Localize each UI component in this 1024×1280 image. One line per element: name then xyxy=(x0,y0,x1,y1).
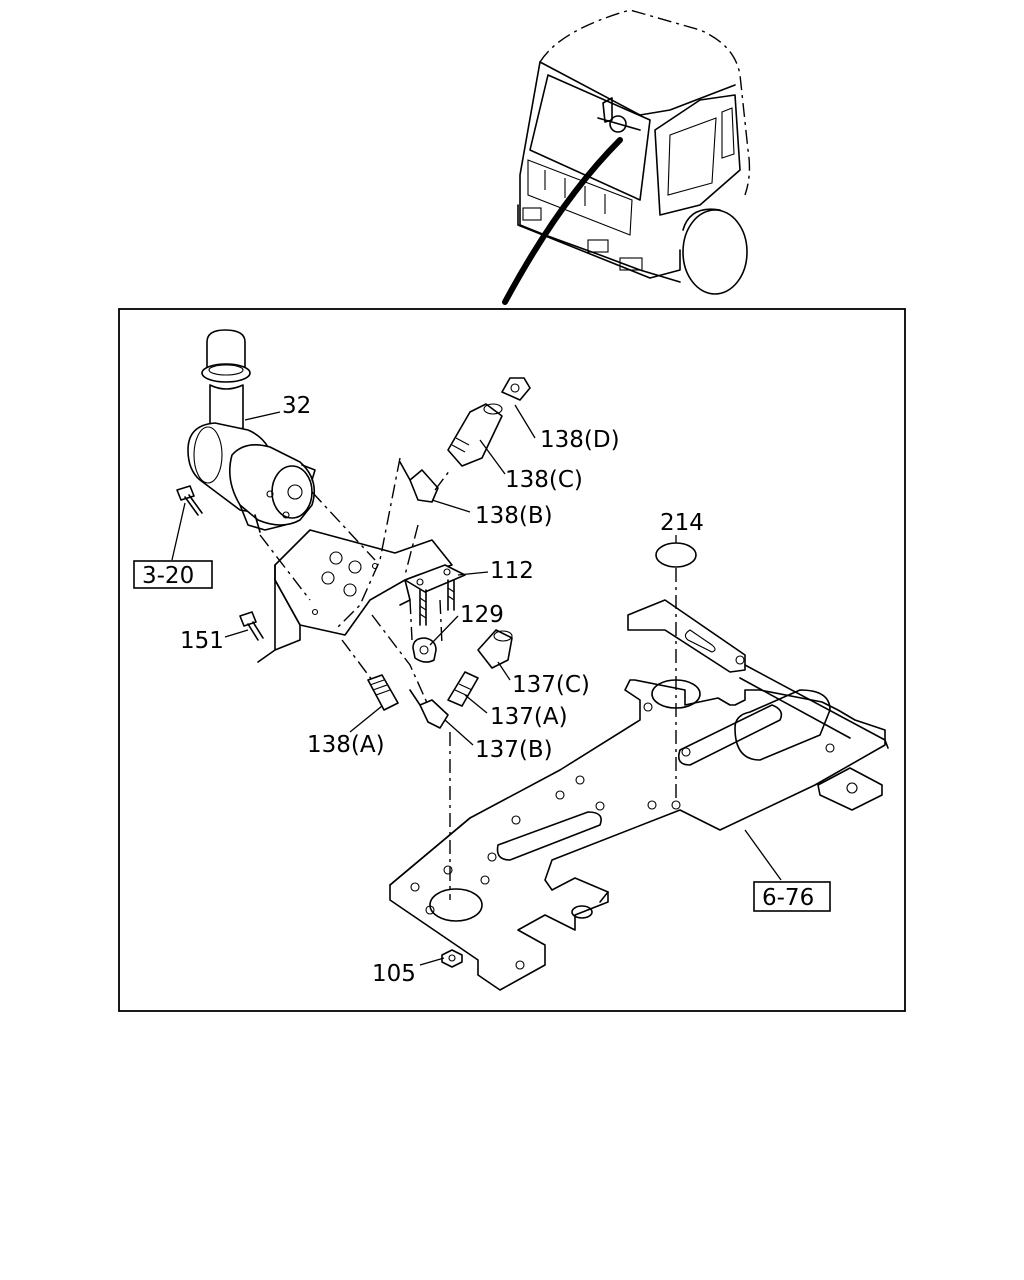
fitting-138d xyxy=(501,377,531,401)
callout-137b: 137(B) xyxy=(475,737,553,763)
callout-105: 105 xyxy=(372,961,416,987)
fitting-137c xyxy=(477,629,513,669)
fitting-137b xyxy=(409,689,449,729)
ref-box-6-76[interactable]: 6-76 xyxy=(753,881,831,912)
nut-105 xyxy=(441,949,463,968)
base-plate xyxy=(389,599,889,991)
callout-32: 32 xyxy=(282,393,311,419)
ref-label-3-20: 3-20 xyxy=(142,563,194,589)
hose-route xyxy=(334,457,401,631)
plate-112 xyxy=(404,564,466,593)
bolt-3-20 xyxy=(176,485,203,516)
bolts-112 xyxy=(419,579,455,626)
ref-box-3-20[interactable]: 3-20 xyxy=(133,560,213,589)
fitting-137a xyxy=(447,671,479,707)
fitting-138b xyxy=(399,461,439,503)
washer-pump-32 xyxy=(187,329,316,533)
seal-214 xyxy=(655,542,697,568)
detail-frame xyxy=(118,308,906,1012)
callout-138b: 138(B) xyxy=(475,503,553,529)
fitting-138a xyxy=(367,674,399,711)
callout-138c: 138(C) xyxy=(505,467,583,493)
callout-151: 151 xyxy=(180,628,224,654)
bolt-151 xyxy=(239,611,264,641)
callout-138d: 138(D) xyxy=(540,427,620,453)
callout-137a: 137(A) xyxy=(490,704,568,730)
fitting-138c xyxy=(447,403,503,467)
callout-214: 214 xyxy=(660,510,704,536)
callout-129: 129 xyxy=(460,602,504,628)
callout-138a: 138(A) xyxy=(307,732,385,758)
callout-137c: 137(C) xyxy=(512,672,590,698)
callout-112: 112 xyxy=(490,558,534,584)
ref-label-6-76: 6-76 xyxy=(762,885,814,911)
leader-lines xyxy=(171,404,782,966)
truck-cab-illustration xyxy=(502,9,751,305)
